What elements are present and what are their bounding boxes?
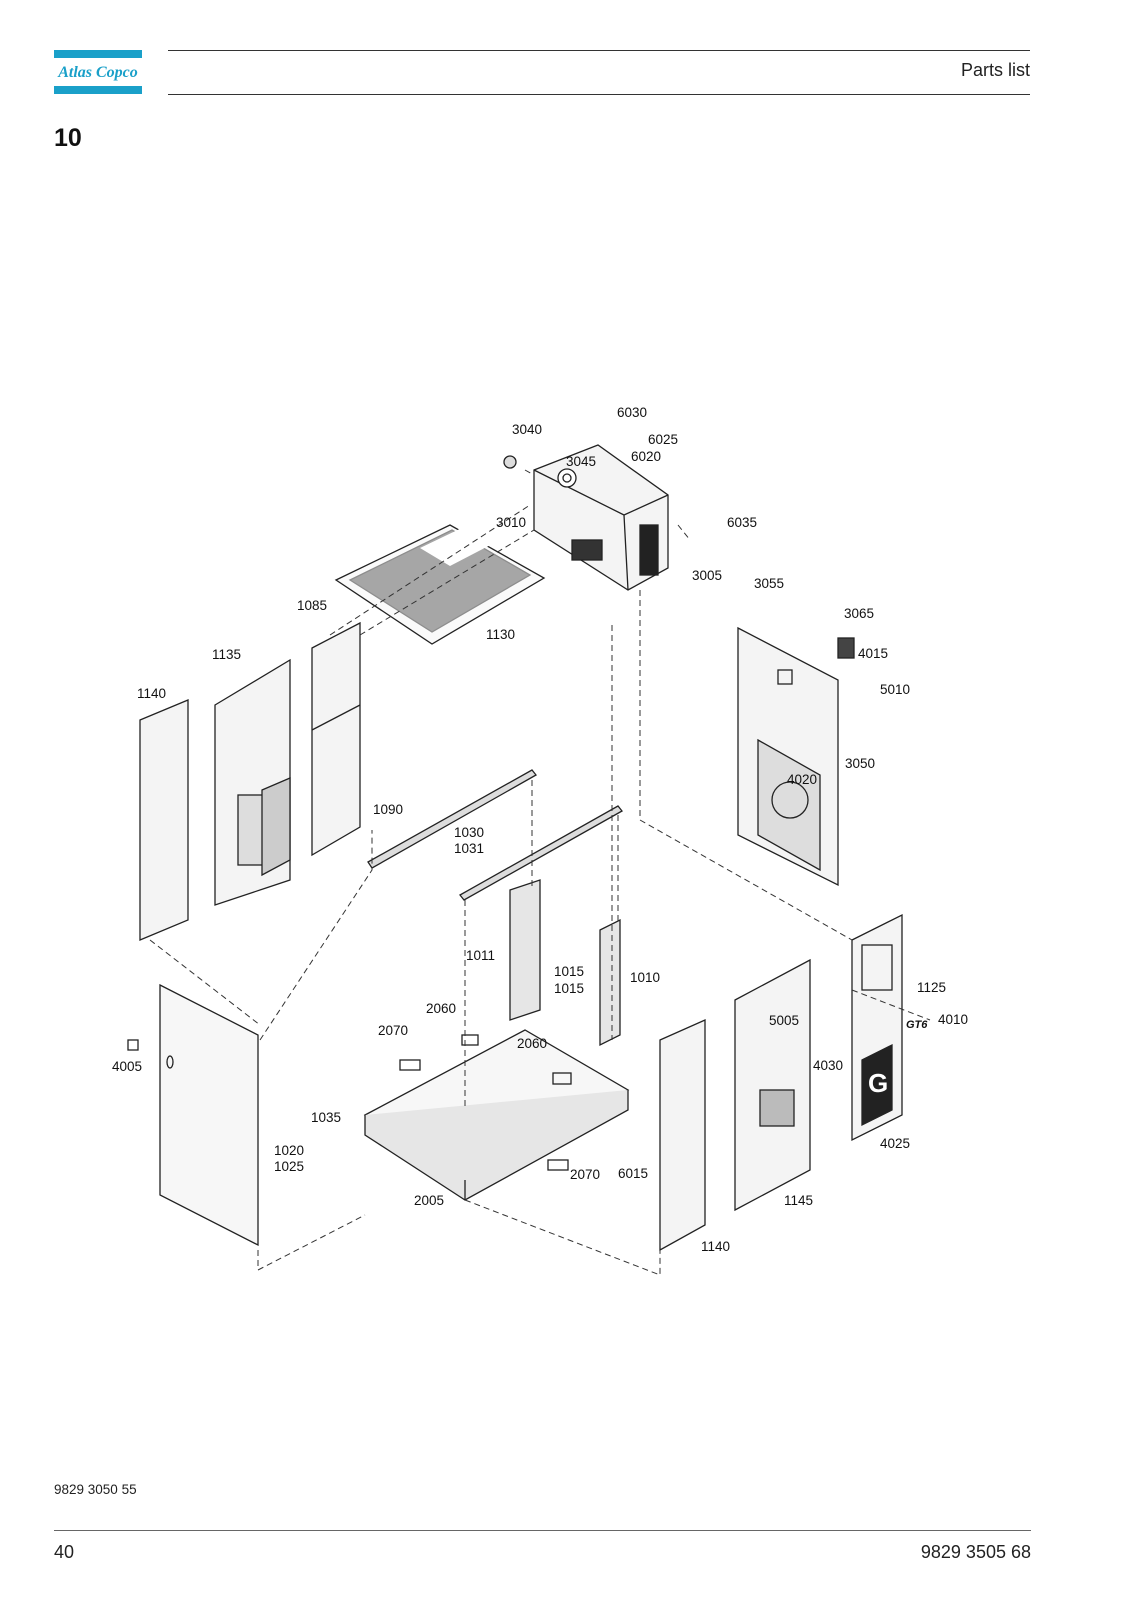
part-label: 1140 (701, 1239, 730, 1254)
part-label: 3050 (845, 756, 875, 771)
part-label: 4030 (813, 1058, 843, 1073)
part-label-2070b (547, 1159, 569, 1171)
part-panel-1135 (214, 658, 291, 906)
part-label-2060b (552, 1072, 572, 1085)
part-label: 1145 (784, 1193, 813, 1208)
logo-band-bottom (54, 86, 142, 94)
part-rail-1031 (459, 805, 623, 901)
part-label: 1031 (454, 841, 484, 856)
part-door-4005 (127, 983, 259, 1247)
part-label-2060a (461, 1034, 479, 1046)
footer-rule (54, 1530, 1031, 1531)
part-label: 1140 (137, 686, 166, 701)
page-number: 40 (54, 1542, 75, 1562)
part-label: 5005 (769, 1013, 799, 1028)
part-knob (557, 468, 577, 488)
part-post-1011 (509, 879, 541, 1021)
header-rule-top (168, 50, 1030, 51)
part-label: 3040 (512, 422, 542, 437)
part-label: 1025 (274, 1159, 304, 1174)
part-label: 1015 (554, 964, 584, 979)
part-top-panel (334, 524, 546, 645)
logo-band-top (54, 50, 142, 58)
part-label: 1090 (373, 802, 403, 817)
part-label: 1011 (466, 948, 495, 963)
part-label-2070a (399, 1059, 421, 1071)
assembly-lines (149, 469, 931, 1276)
part-3040 (503, 455, 517, 469)
part-label: 4010 (938, 1012, 968, 1027)
part-labels: 3040 6030 6025 6020 3045 3010 6035 3005 … (112, 405, 968, 1254)
part-panel-1145 (734, 958, 811, 1212)
part-label: 1020 (274, 1143, 304, 1158)
page-title: Parts list (960, 60, 1030, 80)
part-label: 1130 (486, 627, 515, 642)
part-label: 3010 (496, 515, 526, 530)
part-label: 4020 (787, 772, 817, 787)
atlas-copco-logo: Atlas Copco (54, 50, 142, 94)
part-front-panel-4025 (851, 913, 903, 1142)
part-label: 6025 (648, 432, 678, 447)
part-label: 6035 (727, 515, 757, 530)
part-label: 6015 (618, 1166, 648, 1181)
emblem-letter: G (868, 1068, 888, 1098)
part-label: 3055 (754, 576, 784, 591)
part-rear-panel-3050 (737, 626, 839, 887)
part-label: 2060 (517, 1036, 547, 1051)
part-label: 3005 (692, 568, 722, 583)
part-label: 6030 (617, 405, 647, 420)
document-number: 9829 3505 68 (920, 1542, 1031, 1562)
part-3065 (837, 637, 855, 659)
badge-text: GT6 (906, 1019, 928, 1031)
part-label: 5010 (880, 682, 910, 697)
part-panel-1140-right (659, 1018, 706, 1252)
part-label: 2060 (426, 1001, 456, 1016)
part-label: 1030 (454, 825, 484, 840)
part-label: 4005 (112, 1059, 142, 1074)
part-label: 1035 (311, 1110, 341, 1125)
part-panel-1085 (311, 621, 361, 857)
part-label: 3065 (844, 606, 874, 621)
part-base-frame-2005 (363, 1029, 630, 1201)
part-post-1010 (599, 918, 621, 1047)
part-rail-1030 (367, 769, 537, 869)
section-number: 10 (54, 124, 82, 152)
part-label: 2005 (414, 1193, 444, 1208)
part-label: 1125 (917, 980, 946, 995)
part-label: 4015 (858, 646, 888, 661)
part-label: 1135 (212, 647, 241, 662)
part-label: 6020 (631, 449, 661, 464)
part-label: 3045 (566, 454, 596, 469)
part-label: 2070 (570, 1167, 600, 1182)
part-label: 1015 (554, 981, 584, 996)
exploded-parts-diagram: G GT6 3040 6030 6025 6020 3045 3010 6035… (112, 405, 968, 1276)
part-label: 1085 (297, 598, 327, 613)
part-label: 2070 (378, 1023, 408, 1038)
part-label: 4025 (880, 1136, 910, 1151)
doc-code: 9829 3050 55 (54, 1482, 137, 1497)
part-label: 1010 (630, 970, 660, 985)
part-electrical-cabinet (533, 444, 669, 591)
header-rule-bottom (168, 94, 1030, 95)
logo-wordmark: Atlas Copco (57, 64, 138, 81)
part-panel-1140-left (139, 699, 189, 941)
diagram-parts (127, 444, 903, 1252)
